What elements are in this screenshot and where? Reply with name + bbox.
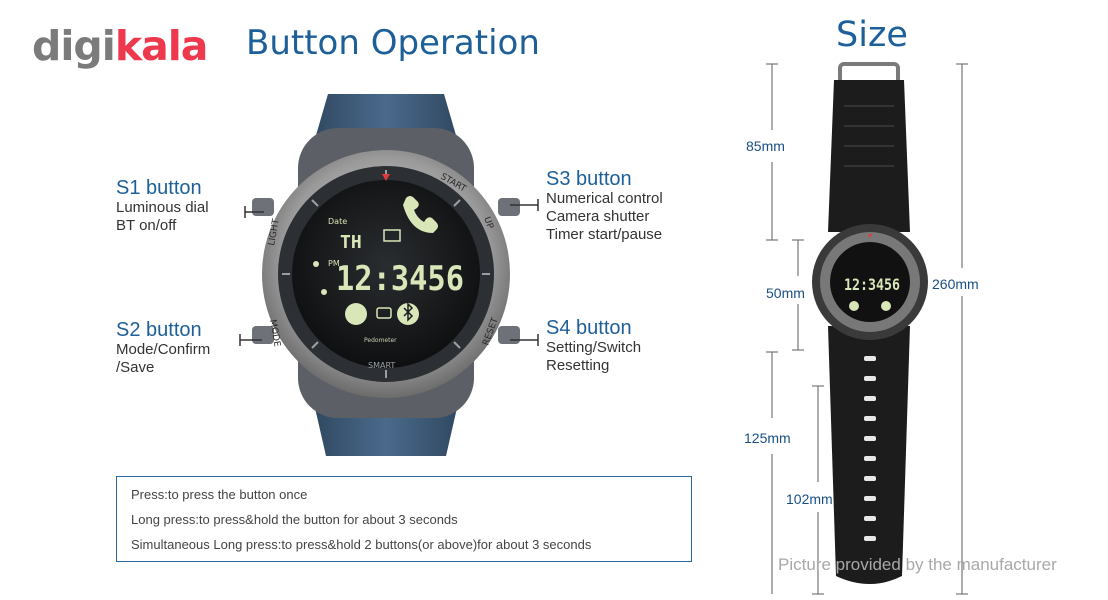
dim-260mm: 260mm (932, 276, 979, 292)
button-operation-title: Button Operation (246, 23, 540, 63)
legend-line-1: Press:to press the button once (131, 487, 308, 502)
lcd-pm-label: PM (328, 259, 340, 268)
digikala-logo[interactable]: digikala (32, 26, 208, 67)
watch-front-illustration: START UP LIGHT MODE RESET SMART TH Date … (252, 94, 520, 456)
camera-icon (376, 307, 392, 319)
lcd-date-label: Date (328, 217, 347, 226)
s4-desc-2: Resetting (546, 357, 610, 374)
s4-callout: S4 button Setting/Switch Resetting (546, 317, 641, 375)
s2-desc-1: Mode/Confirm (116, 341, 211, 358)
message-icon (383, 229, 401, 242)
logo-part1: digi (32, 22, 116, 70)
bezel-up-label: UP (481, 216, 495, 231)
lcd-pedometer-label: Pedometer (364, 337, 397, 344)
s4-desc-1: Setting/Switch (546, 339, 642, 356)
lcd-day: TH (340, 232, 362, 253)
side-strap-top (828, 80, 910, 232)
dim-85mm: 85mm (746, 138, 785, 154)
dim-125mm: 125mm (744, 430, 791, 446)
legend-line-3: Simultaneous Long press:to press&hold 2 … (131, 537, 592, 552)
dim-50mm: 50mm (766, 285, 805, 301)
side-strap-bottom (828, 326, 910, 584)
phone-icon (403, 196, 438, 233)
press-legend-box: Press:to press the button once Long pres… (116, 476, 692, 562)
s3-callout: S3 button Numerical control Camera shutt… (546, 168, 663, 244)
s1-callout: S1 button Luminous dial BT on/off (116, 177, 209, 235)
size-title: Size (836, 15, 908, 55)
bezel-light-label: LIGHT (267, 218, 282, 247)
s2-callout: S2 button Mode/Confirm /Save (116, 319, 210, 377)
s1-desc-2: BT on/off (116, 217, 177, 234)
s3-title: S3 button (546, 168, 632, 190)
s1-desc-1: Luminous dial (116, 199, 209, 216)
s3-desc-1: Numerical control (546, 190, 663, 207)
side-lcd-time: 12:3456 (844, 275, 900, 294)
s4-title: S4 button (546, 317, 632, 339)
s3-button-crown (498, 198, 520, 216)
watch-side-illustration: 12:3456 (766, 62, 968, 595)
s2-title: S2 button (116, 319, 202, 341)
logo-part2: kala (114, 22, 209, 70)
dim-102mm: 102mm (786, 491, 833, 507)
s1-title: S1 button (116, 177, 202, 199)
side-face (830, 242, 910, 322)
s3-desc-3: Timer start/pause (546, 226, 663, 243)
bezel-mode-label: MODE (267, 319, 282, 348)
bell-icon (345, 303, 367, 325)
manufacturer-credit: Picture provided by the manufacturer (778, 555, 1057, 574)
s3-desc-2: Camera shutter (546, 208, 650, 225)
face-smart-label: SMART (368, 361, 395, 370)
lcd-time: 12:3456 (336, 259, 464, 299)
s2-desc-2: /Save (116, 359, 155, 376)
alarm-icon (321, 289, 327, 295)
activity-icon (313, 261, 319, 267)
legend-line-2: Long press:to press&hold the button for … (131, 512, 458, 527)
